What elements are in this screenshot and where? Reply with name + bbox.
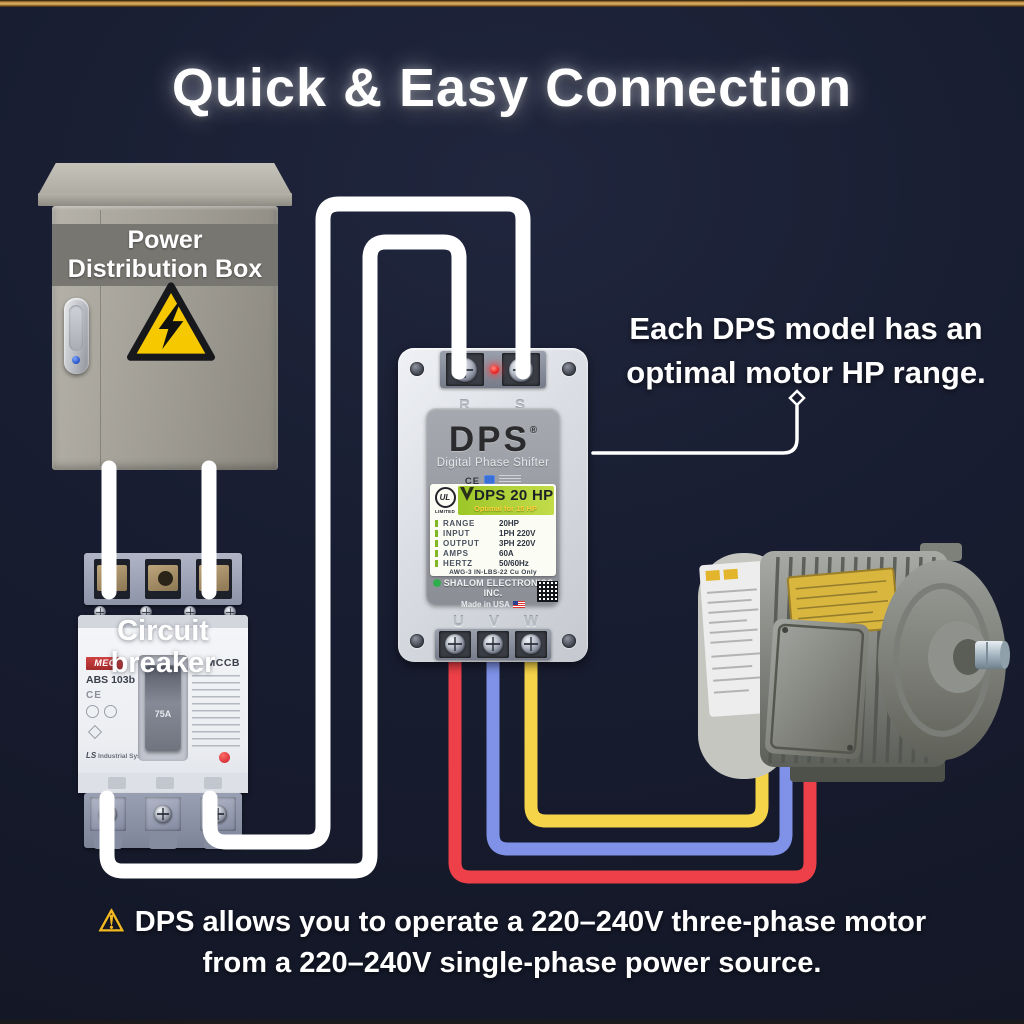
motor-spec-sticker (699, 561, 774, 717)
breaker-rating: 75A (154, 709, 172, 719)
ce-mark: CE (464, 476, 481, 487)
power-box-label-line2: Distribution Box (67, 255, 263, 283)
power-box-lid (38, 163, 292, 195)
dps-cert-row: CE (426, 471, 560, 487)
leader-diamond-icon (788, 389, 806, 407)
annotation-leader-line (591, 389, 806, 455)
breaker-brand-badge: MEC (86, 657, 124, 670)
dps-output-terminal (477, 631, 509, 658)
dps-company-band: SHALOM ELECTRONICS INC. Made in USA (426, 578, 560, 609)
breaker-test-button (219, 752, 230, 763)
power-box-handle (64, 298, 89, 374)
cert-ring-icon (86, 705, 99, 718)
motor-junction-box (765, 618, 870, 759)
screw-icon (410, 362, 424, 376)
dps-model: DPS 20 HP (474, 487, 554, 504)
wire-phase-u-red (448, 641, 817, 884)
breaker-spec-table (192, 675, 240, 747)
hp-range-annotation: Each DPS model has an optimal motor HP r… (626, 311, 986, 390)
breaker-bottom-terminal (145, 797, 181, 831)
ul-mark: UL LIMITED (433, 487, 457, 514)
power-box-lock-dot (72, 356, 80, 364)
dps-tagline: Digital Phase Shifter (436, 457, 550, 469)
ce-mark: CE (86, 690, 102, 701)
terminal-label-s: S (515, 397, 526, 414)
breaker-toggle-switch: 75A (145, 665, 181, 751)
power-box-label-line1: Power (127, 226, 203, 254)
breaker-cert-marks (86, 705, 130, 745)
screw-icon (410, 634, 424, 648)
terminal-label-w: W (524, 613, 539, 630)
warning-icon: ⚠ (97, 905, 125, 938)
maker-logo: LS (86, 751, 97, 760)
dps-output-terminal (515, 631, 547, 658)
dps-footnote: AWG-3 IN-LBS-22 Cu Only (449, 569, 537, 576)
breaker-model: ABS 103b (86, 674, 136, 686)
dps-optimal-note: Optimal for 15 HP Motor (474, 504, 537, 515)
qr-code (537, 581, 558, 602)
dps-origin: Made in USA (426, 600, 560, 609)
breaker-notch (156, 777, 174, 789)
us-flag-icon (512, 601, 525, 608)
terminal-label-u: U (453, 613, 464, 630)
breaker-notch (204, 777, 222, 789)
power-box-label: Power Distribution Box (52, 224, 278, 286)
dps-output-terminal-block (435, 629, 551, 660)
registered-mark: ® (529, 425, 538, 436)
motor-nameplate (786, 567, 900, 638)
three-phase-motor (698, 543, 1010, 782)
banner-chevron-icon (460, 487, 474, 501)
terminal-label-v: V (489, 613, 500, 630)
gold-top-border (0, 0, 1024, 7)
bottom-caption: ⚠DPS allows you to operate a 220–240V th… (97, 905, 927, 979)
wire-phase-w-yellow (524, 641, 769, 828)
power-box-door-seam (100, 210, 101, 466)
dps-company: SHALOM ELECTRONICS INC. (426, 578, 560, 598)
screw-icon (562, 634, 576, 648)
breaker-tab (149, 835, 177, 849)
breaker-top-terminal (145, 559, 181, 599)
dps-output-terminal (439, 631, 471, 658)
cable-breaker-to-dps-s (202, 196, 531, 850)
dps-model-banner: DPS 20 HP Optimal for 15 HP Motor (458, 486, 554, 515)
high-voltage-hazard-icon (127, 282, 215, 361)
cert-ring-icon (104, 705, 117, 718)
motor-shaft (975, 641, 1005, 669)
breaker-body-top-strip (78, 615, 248, 628)
dps-brand-logo: DPS® (448, 420, 538, 459)
screw-icon (562, 362, 576, 376)
company-logo-icon (432, 579, 441, 587)
breaker-type-label: MCCB (206, 657, 240, 669)
page-title: Quick & Easy Connection (171, 58, 853, 118)
cert-fine-print (499, 475, 522, 485)
wire-phase-v-blue (486, 641, 793, 856)
breaker-notch (108, 777, 126, 789)
dps-spec-card: UL LIMITED DPS 20 HP Optimal for 15 HP M… (430, 484, 556, 576)
led-indicator (490, 365, 499, 374)
bottom-edge-shade (0, 1018, 1024, 1024)
cert-badge-icon (484, 475, 496, 485)
power-box-lid-lip (38, 193, 292, 206)
cable-breaker-to-dps-r (99, 234, 467, 879)
breaker-switch-recess: 75A (138, 655, 188, 761)
breaker-caption: Circuit breaker (110, 615, 216, 679)
dps-label-panel: DPS® Digital Phase Shifter CE UL LIMITED… (426, 408, 560, 609)
terminal-label-r: R (459, 397, 470, 414)
motor-shaft-end (1000, 641, 1010, 669)
power-box-handle-inner (69, 305, 83, 351)
breaker-maker: LS Industrial Systems (86, 751, 156, 760)
